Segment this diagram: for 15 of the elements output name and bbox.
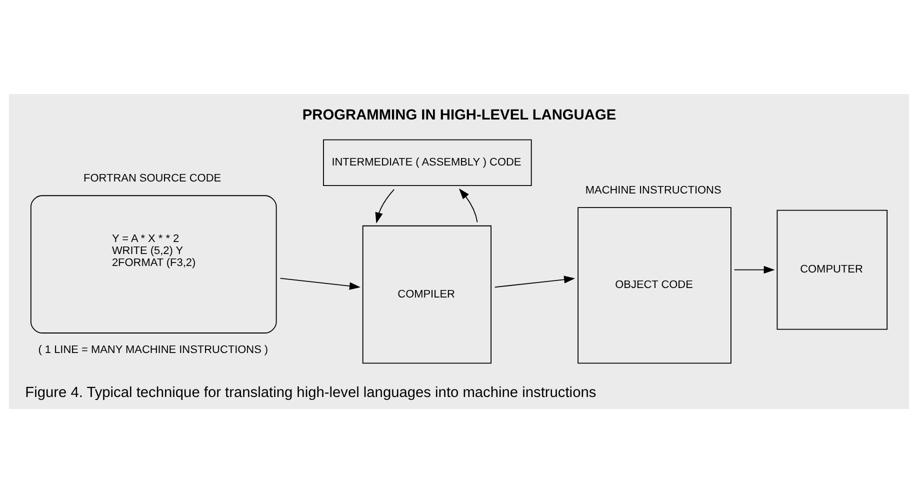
arrow: [494, 276, 576, 288]
arrow: [375, 188, 395, 224]
node-label: MACHINE INSTRUCTIONS: [585, 184, 722, 196]
arrow: [458, 188, 478, 223]
arrow: [280, 278, 360, 290]
node-box: COMPUTER: [776, 210, 888, 330]
caption: Figure 4. Typical technique for translating high-level languages into machine instructions: [25, 384, 596, 401]
diagram-title: PROGRAMMING IN HIGH-LEVEL LANGUAGE: [302, 107, 616, 124]
node-label: FORTRAN SOURCE CODE: [84, 172, 222, 185]
node-box: Y = A * X * * 2 WRITE (5,2) Y 2FORMAT (F3,2): [30, 195, 277, 334]
node-label: ( 1 LINE = MANY MACHINE INSTRUCTIONS ): [38, 344, 268, 356]
arrow: [734, 266, 775, 274]
node-box: COMPILER: [362, 225, 492, 364]
node-box: OBJECT CODE: [578, 207, 732, 364]
node-box: INTERMEDIATE ( ASSEMBLY ) CODE: [323, 139, 532, 186]
